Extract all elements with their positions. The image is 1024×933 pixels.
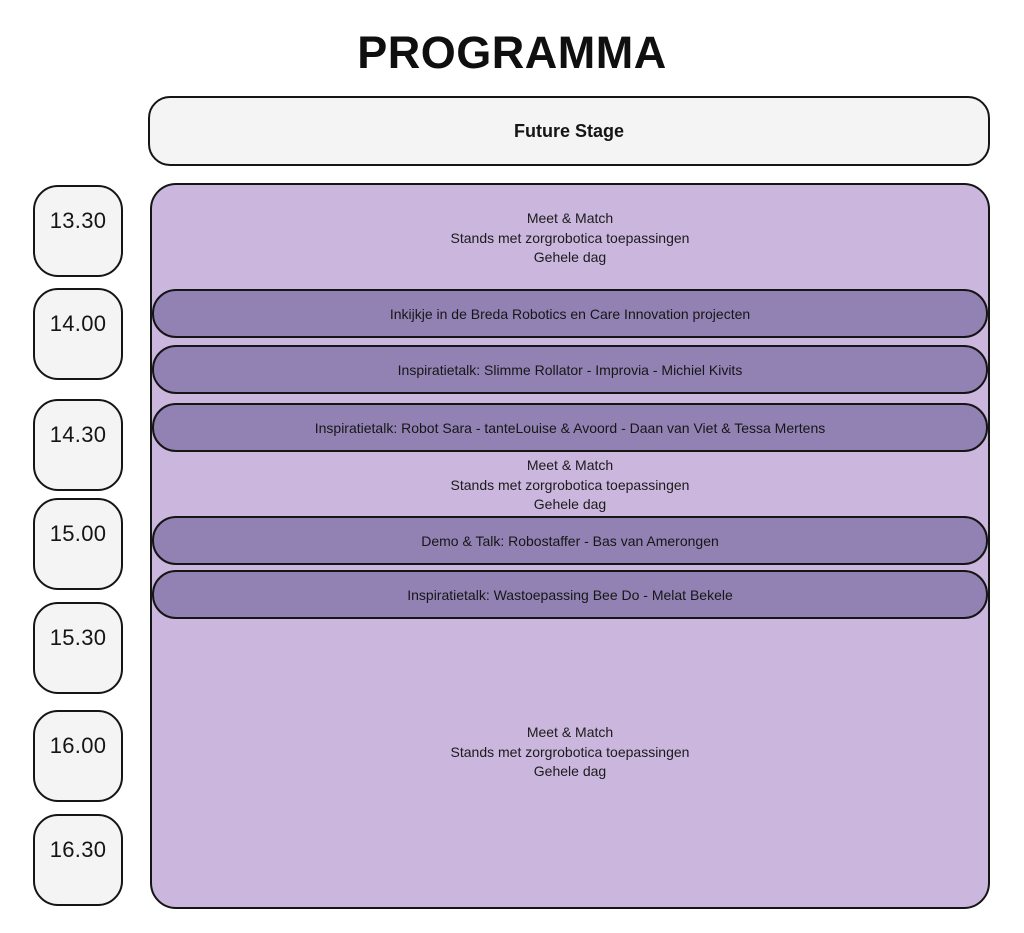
time-slot-1630: 16.30 — [33, 814, 123, 906]
meet-match-block-3: Meet & Match Stands met zorgrobotica toe… — [152, 723, 988, 782]
time-label: 14.30 — [49, 422, 107, 447]
event-label: Inspiratietalk: Robot Sara - tanteLouise… — [314, 419, 826, 436]
meet-match-subtitle: Stands met zorgrobotica toepassingen — [450, 476, 690, 493]
time-slot-1530: 15.30 — [33, 602, 123, 694]
meet-match-subtitle: Stands met zorgrobotica toepassingen — [450, 229, 690, 246]
time-label: 16.30 — [49, 837, 107, 862]
event-label: Demo & Talk: Robostaffer - Bas van Amero… — [421, 532, 719, 549]
time-label: 15.30 — [49, 625, 107, 650]
event-bar-bee-do: Inspiratietalk: Wastoepassing Bee Do - M… — [152, 570, 988, 619]
meet-match-title: Meet & Match — [526, 724, 614, 740]
stage-header: Future Stage — [148, 96, 990, 166]
meet-match-duration: Gehele dag — [533, 763, 607, 779]
time-slot-1430: 14.30 — [33, 399, 123, 491]
time-slot-1400: 14.00 — [33, 288, 123, 380]
event-label: Inkijkje in de Breda Robotics en Care In… — [389, 305, 751, 322]
time-label: 16.00 — [49, 733, 107, 758]
time-slot-1600: 16.00 — [33, 710, 123, 802]
meet-match-title: Meet & Match — [526, 210, 614, 226]
time-label: 13.30 — [49, 208, 107, 233]
time-slot-1500: 15.00 — [33, 498, 123, 590]
event-bar-slimme-rollator: Inspiratietalk: Slimme Rollator - Improv… — [152, 345, 988, 394]
event-label: Inspiratietalk: Wastoepassing Bee Do - M… — [407, 586, 733, 603]
page-title: PROGRAMMA — [357, 27, 667, 78]
time-label: 14.00 — [49, 311, 107, 336]
time-slot-1330: 13.30 — [33, 185, 123, 277]
meet-match-subtitle: Stands met zorgrobotica toepassingen — [450, 743, 690, 760]
event-bar-robot-sara: Inspiratietalk: Robot Sara - tanteLouise… — [152, 403, 988, 452]
time-label: 15.00 — [49, 521, 107, 546]
event-bar-inkijkje: Inkijkje in de Breda Robotics en Care In… — [152, 289, 988, 338]
schedule-panel: Meet & Match Stands met zorgrobotica toe… — [150, 183, 990, 909]
event-label: Inspiratietalk: Slimme Rollator - Improv… — [397, 361, 743, 378]
meet-match-block-2: Meet & Match Stands met zorgrobotica toe… — [152, 456, 988, 515]
event-bar-robostaffer: Demo & Talk: Robostaffer - Bas van Amero… — [152, 516, 988, 565]
meet-match-block-1: Meet & Match Stands met zorgrobotica toe… — [152, 209, 988, 268]
meet-match-duration: Gehele dag — [533, 249, 607, 265]
stage-label: Future Stage — [513, 120, 624, 141]
meet-match-duration: Gehele dag — [533, 496, 607, 512]
meet-match-title: Meet & Match — [526, 457, 614, 473]
